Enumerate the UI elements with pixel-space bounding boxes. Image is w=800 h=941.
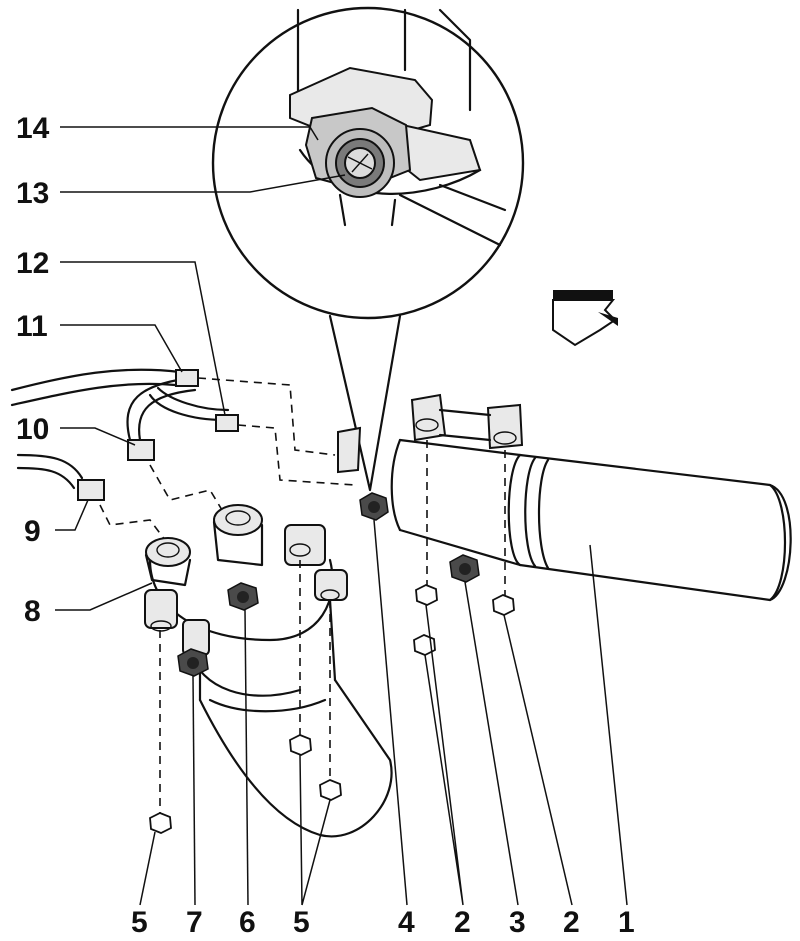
nut-2-right	[492, 594, 515, 616]
nut-6	[227, 582, 259, 611]
detail-view	[211, 6, 525, 492]
nuts	[149, 492, 515, 834]
label-9: 9	[24, 515, 41, 548]
label-13: 13	[16, 177, 49, 210]
line-fitting-12	[215, 414, 239, 432]
label-8: 8	[24, 595, 41, 628]
nut-3	[449, 554, 480, 583]
label-14: 14	[16, 112, 50, 145]
label-1: 1	[618, 906, 635, 939]
label-5-left: 5	[131, 906, 148, 939]
direction-arrow-symbol	[552, 290, 618, 347]
label-6: 6	[239, 906, 256, 939]
nut-7	[177, 648, 209, 677]
nut-5-mid	[289, 734, 312, 756]
leader-lines	[55, 126, 628, 906]
label-2-left: 2	[454, 906, 471, 939]
nut-5-left	[149, 812, 172, 834]
steering-gear-housing	[337, 393, 792, 602]
label-11: 11	[16, 310, 48, 343]
label-5-right: 5	[293, 906, 310, 939]
stud-lines	[159, 560, 331, 820]
label-10: 10	[16, 413, 49, 446]
nut-5-right	[319, 779, 342, 801]
line-fitting-9	[77, 479, 105, 501]
part-labels: 14 13 12 11 10 9 8 5 7 6 5 4 2 3 2 1	[16, 112, 635, 939]
hydraulic-lines	[10, 368, 356, 541]
label-2-right: 2	[563, 906, 580, 939]
label-12: 12	[16, 247, 49, 280]
label-3: 3	[509, 906, 526, 939]
label-4: 4	[398, 906, 415, 939]
line-fitting-11	[175, 369, 199, 387]
valve-body	[144, 504, 393, 838]
label-7: 7	[186, 906, 203, 939]
nut-2-upper	[415, 584, 438, 606]
nut-4	[359, 492, 389, 521]
